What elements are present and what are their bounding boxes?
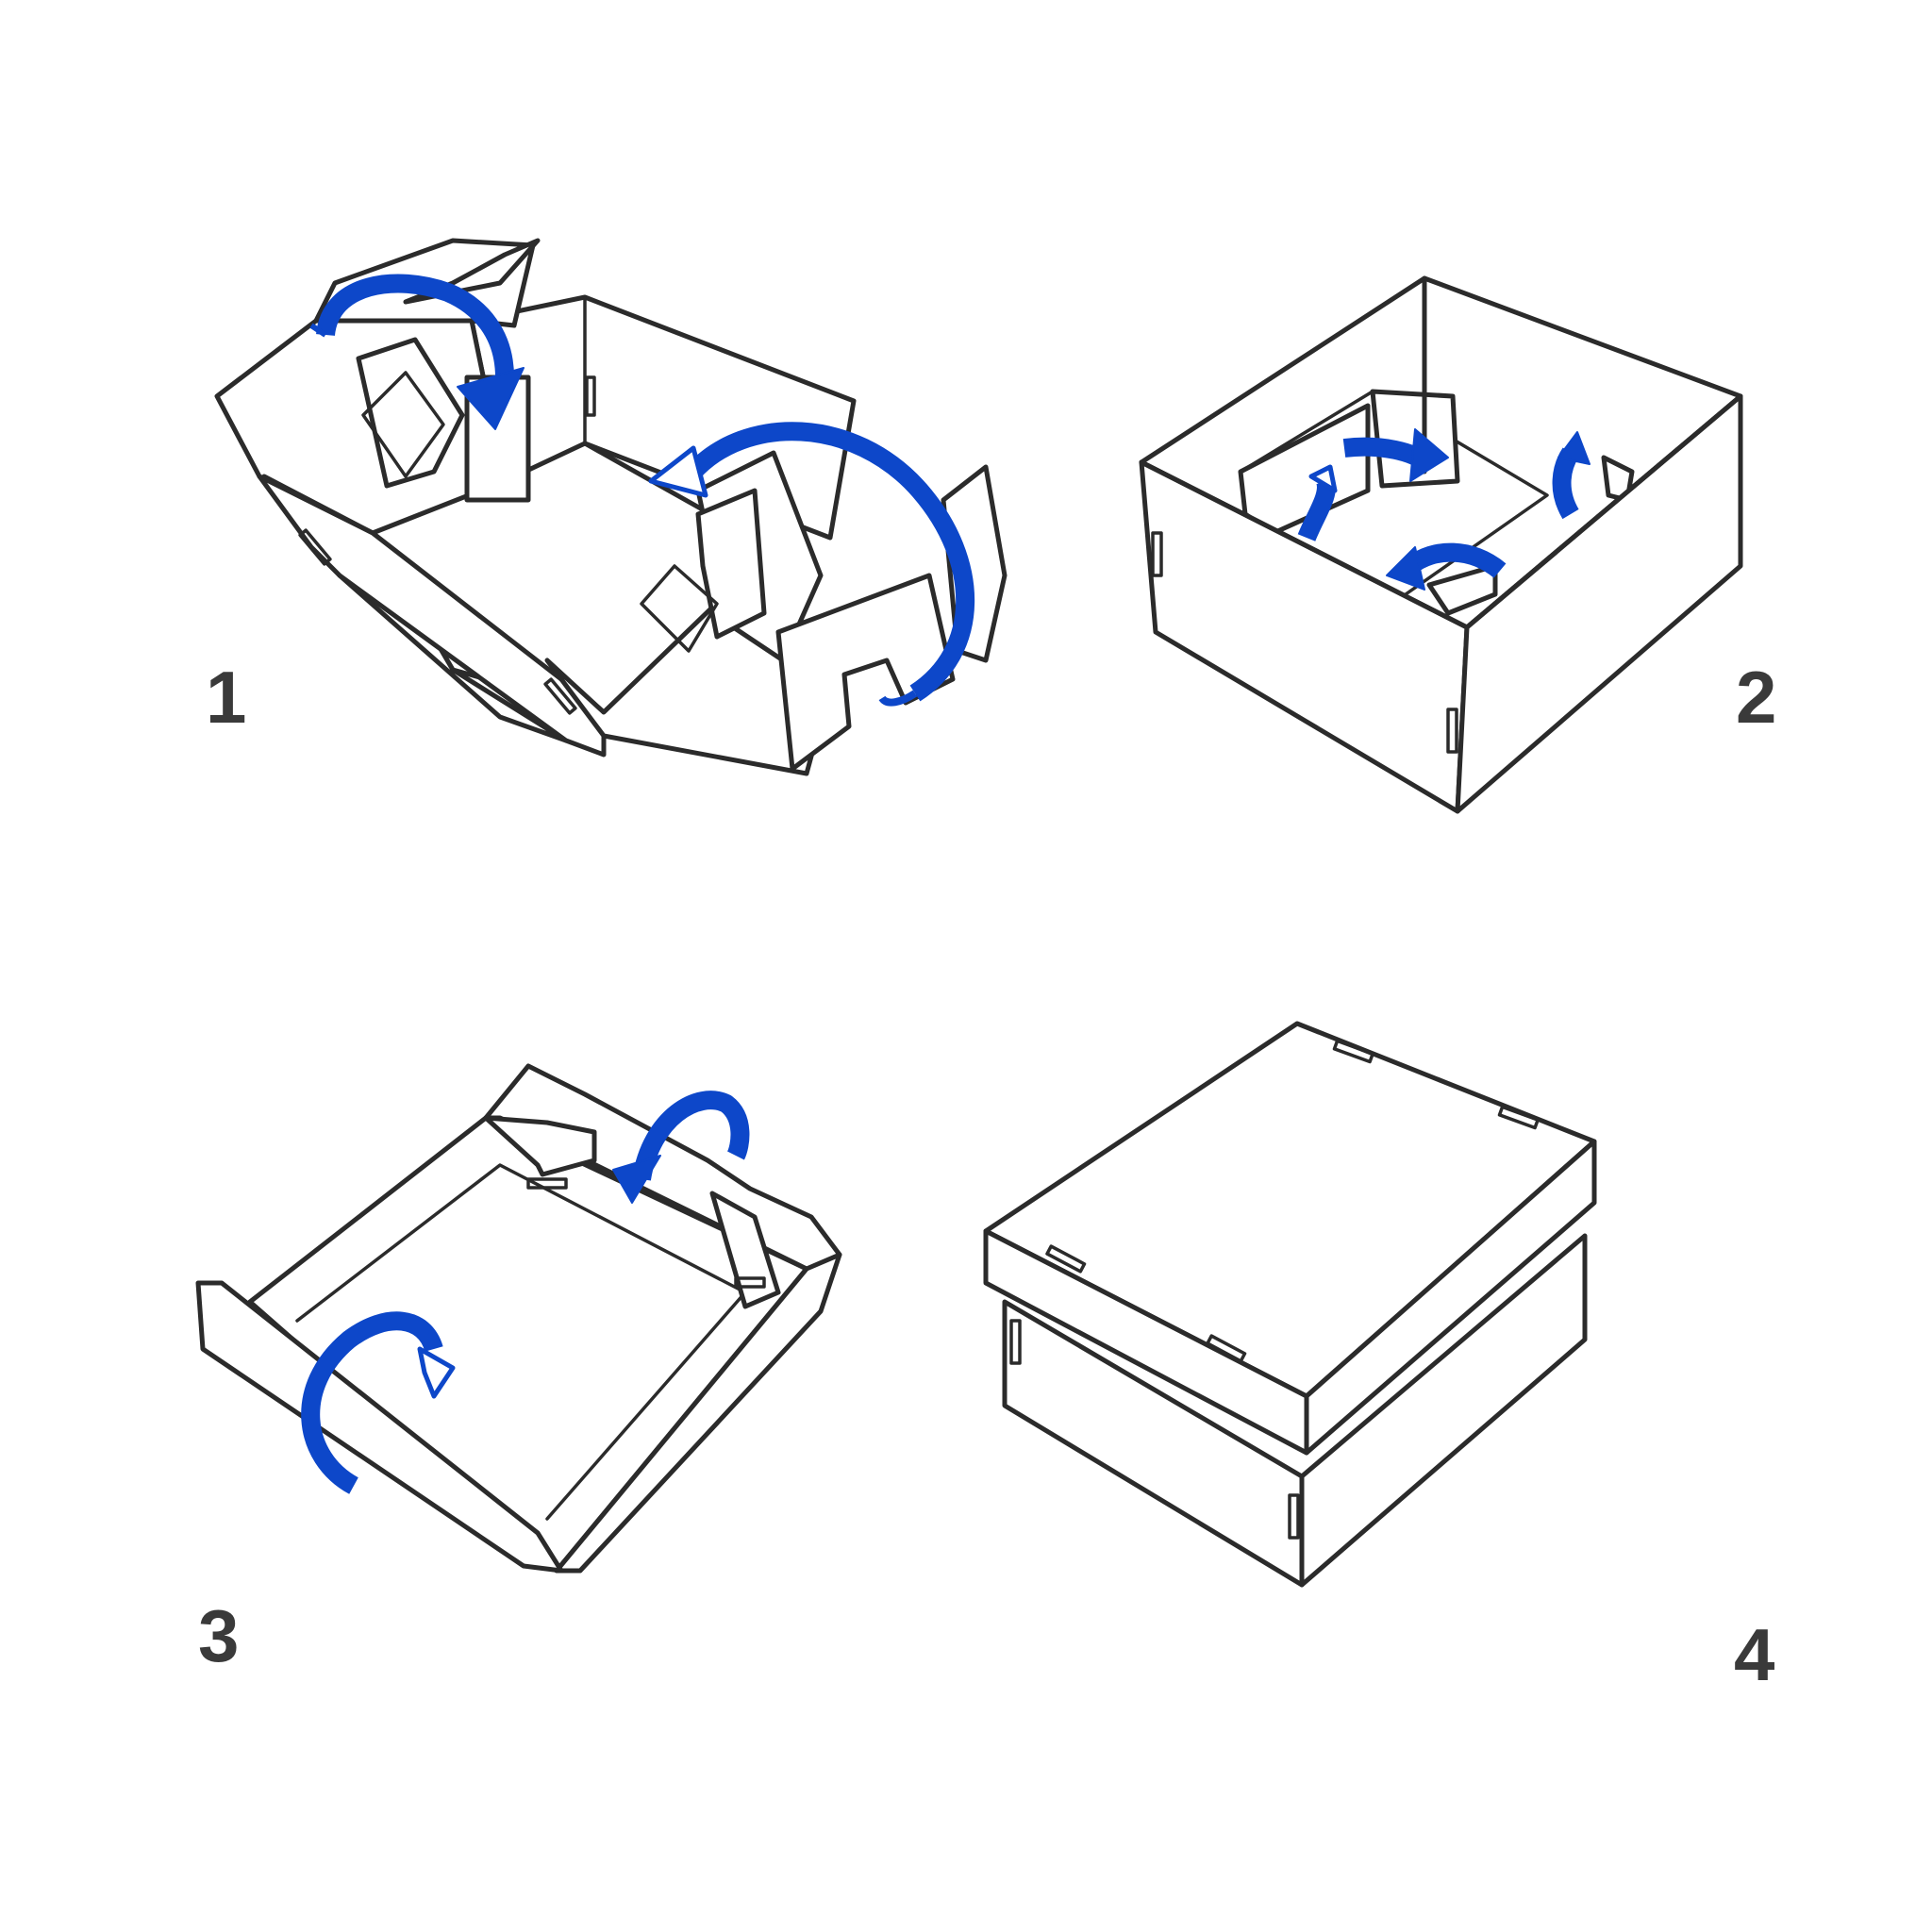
step-2-fold-arrow-right [1552,431,1591,520]
step-number-2: 2 [1736,656,1777,739]
step-3-slot-2 [734,1276,766,1289]
step-2-illustration [1139,275,1743,814]
step-1-slot-2 [298,528,332,566]
step-3-inner-edge [295,1163,747,1521]
step-2-top-rim [1139,393,1743,630]
step-4-lid-slot-3 [1045,1244,1087,1274]
step-4-body-slot-2 [1288,1493,1300,1540]
step-3-fold-arrow-back [612,1091,750,1204]
step-4-lid-right-side [1304,1139,1597,1456]
step-1-left-tab [356,337,465,489]
step-3-slot-1 [526,1177,568,1190]
step-2-inner-front-tab [1426,563,1498,616]
step-1-left-tab-cutout [361,371,445,478]
step-number-3: 3 [198,1594,240,1677]
step-2-slot-1 [1151,531,1163,577]
step-3-illustration [195,1063,842,1574]
step-number-1: 1 [206,656,247,739]
step-2-fold-arrow-back [1342,428,1449,482]
step-number-4: 4 [1734,1613,1775,1696]
step-4-lid-slot-4 [1206,1334,1247,1363]
step-1-slot-3 [543,677,577,715]
step-3-left-flap [195,1280,564,1574]
step-4-illustration [983,1021,1597,1588]
step-1-right-tab-cutout [640,564,719,653]
step-1-illustration [214,238,1008,776]
step-2-fold-arrow-left [1297,464,1338,541]
step-2-slot-2 [1446,708,1458,754]
step-4-lid-slot-1 [1332,1039,1374,1064]
step-1-far-right-flap [775,573,956,772]
step-1-slot-1 [585,375,596,417]
step-4-body-slot-1 [1009,1319,1022,1365]
step-4-body-right-face [1299,1233,1588,1588]
step-1-arrowhead-outline [648,445,708,498]
step-1-fold-arrow-left [309,274,525,430]
step-3-right-flap [554,1252,842,1574]
step-2-inner-floor [1239,390,1549,596]
step-3-fold-arrow-left [301,1311,456,1494]
step-2-fold-arrow-front [1386,542,1507,591]
step-1-fold-arrow-right [648,422,975,707]
step-3-back-left-flap [483,1115,597,1177]
step-4-lid-slot-2 [1497,1105,1540,1130]
